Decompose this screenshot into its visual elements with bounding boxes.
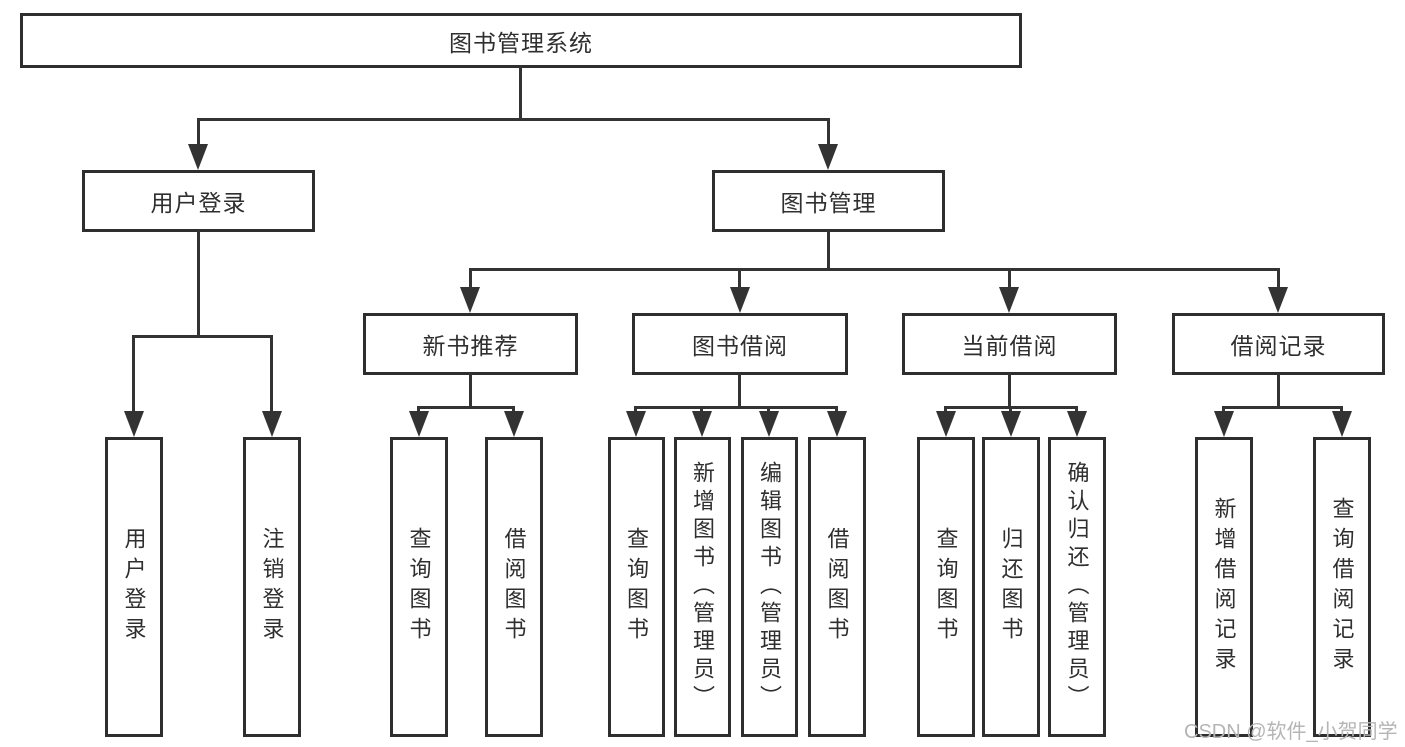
arrowhead-icon xyxy=(409,411,429,437)
connector-root-trunk xyxy=(519,66,522,121)
connector-level2-distributor xyxy=(197,118,830,121)
leaf-borrow-add-admin-label: 新增图书（管理员） xyxy=(690,461,716,713)
arrowhead-icon xyxy=(262,411,282,437)
node-user-login: 用户登录 xyxy=(82,170,315,232)
leaf-newbooks-borrow-label: 借阅图书 xyxy=(501,527,527,647)
connector-user-distributor xyxy=(132,335,273,338)
connector-mgmt-trunk xyxy=(827,230,830,270)
csdn-watermark: CSDN @软件_小贺同学 xyxy=(1184,721,1398,743)
leaf-records-add-label: 新增借阅记录 xyxy=(1211,497,1237,677)
connector-stub xyxy=(944,406,947,414)
node-current-borrow-label: 当前借阅 xyxy=(961,333,1058,359)
leaf-borrow-book: 借阅图书 xyxy=(808,437,866,737)
node-book-borrow-label: 图书借阅 xyxy=(692,333,788,359)
leaf-logout-label: 注销登录 xyxy=(259,527,285,647)
arrowhead-icon xyxy=(460,287,480,313)
node-library-system-label: 图书管理系统 xyxy=(449,29,593,56)
arrowhead-icon xyxy=(827,411,847,437)
leaf-records-query: 查询借阅记录 xyxy=(1313,437,1371,737)
node-borrow-records: 借阅记录 xyxy=(1172,313,1385,375)
leaf-newbooks-borrow: 借阅图书 xyxy=(485,437,543,737)
connector-stub xyxy=(1075,406,1078,414)
arrowhead-icon xyxy=(936,411,956,437)
connector-book-borrow-distributor xyxy=(634,406,838,409)
connector-stub xyxy=(1222,406,1225,414)
connector-borrow-records-trunk xyxy=(1277,373,1280,408)
arrowhead-icon xyxy=(504,411,524,437)
connector-stub xyxy=(700,406,703,414)
leaf-records-query-label: 查询借阅记录 xyxy=(1329,497,1355,677)
arrowhead-icon xyxy=(124,411,144,437)
leaf-logout: 注销登录 xyxy=(243,437,301,737)
node-user-login-label: 用户登录 xyxy=(150,190,247,216)
arrowhead-icon xyxy=(759,411,779,437)
connector-stub xyxy=(634,406,637,414)
connector-stub xyxy=(835,406,838,414)
connector-borrow-records-distributor xyxy=(1222,406,1343,409)
node-new-books: 新书推荐 xyxy=(363,313,578,375)
node-borrow-records-label: 借阅记录 xyxy=(1230,333,1327,359)
connector-stub xyxy=(1340,406,1343,414)
leaf-current-query: 查询图书 xyxy=(917,437,975,737)
node-current-borrow: 当前借阅 xyxy=(902,313,1117,375)
node-book-mgmt: 图书管理 xyxy=(712,170,945,232)
leaf-current-return-label: 归还图书 xyxy=(998,527,1024,647)
node-library-system: 图书管理系统 xyxy=(20,13,1022,68)
connector-stub-borrow-records xyxy=(1277,268,1280,290)
leaf-newbooks-query: 查询图书 xyxy=(390,437,448,737)
arrowhead-icon xyxy=(1332,411,1352,437)
connector-stub-book-mgmt xyxy=(827,118,830,147)
arrowhead-icon xyxy=(730,287,750,313)
arrowhead-icon xyxy=(1001,411,1021,437)
leaf-borrow-edit-admin: 编辑图书（管理员） xyxy=(741,437,798,737)
leaf-newbooks-query-label: 查询图书 xyxy=(406,527,432,647)
connector-current-borrow-trunk xyxy=(1008,373,1011,408)
leaf-current-return: 归还图书 xyxy=(982,437,1040,737)
connector-stub-book-borrow xyxy=(738,268,741,290)
connector-stub-current-borrow xyxy=(1008,268,1011,290)
connector-book-borrow-trunk xyxy=(738,373,741,408)
arrowhead-icon xyxy=(1268,287,1288,313)
arrowhead-icon xyxy=(188,144,208,170)
connector-stub-user-leaf-2 xyxy=(270,335,273,414)
leaf-current-confirm-admin-label: 确认归还（管理员） xyxy=(1064,461,1090,713)
connector-user-trunk xyxy=(197,230,200,337)
connector-stub-new-books xyxy=(469,268,472,290)
connector-level3-distributor xyxy=(469,268,1280,271)
arrowhead-icon xyxy=(818,144,838,170)
connector-stub xyxy=(767,406,770,414)
arrowhead-icon xyxy=(692,411,712,437)
connector-stub-user-login xyxy=(197,118,200,147)
connector-stub xyxy=(512,406,515,414)
connector-new-books-trunk xyxy=(469,373,472,408)
leaf-user-login: 用户登录 xyxy=(105,437,163,737)
arrowhead-icon xyxy=(999,287,1019,313)
leaf-current-query-label: 查询图书 xyxy=(933,527,959,647)
connector-stub-user-leaf-1 xyxy=(132,335,135,414)
node-new-books-label: 新书推荐 xyxy=(422,333,519,359)
connector-new-books-distributor xyxy=(417,406,515,409)
leaf-user-login-label: 用户登录 xyxy=(121,527,147,647)
arrowhead-icon xyxy=(1214,411,1234,437)
leaf-current-confirm-admin: 确认归还（管理员） xyxy=(1048,437,1106,737)
leaf-borrow-query: 查询图书 xyxy=(608,437,665,737)
leaf-borrow-edit-admin-label: 编辑图书（管理员） xyxy=(757,461,783,713)
leaf-records-add: 新增借阅记录 xyxy=(1195,437,1253,737)
leaf-borrow-add-admin: 新增图书（管理员） xyxy=(674,437,731,737)
arrowhead-icon xyxy=(1067,411,1087,437)
leaf-borrow-book-label: 借阅图书 xyxy=(824,527,850,647)
leaf-borrow-query-label: 查询图书 xyxy=(624,527,650,647)
connector-stub xyxy=(1009,406,1012,414)
arrowhead-icon xyxy=(626,411,646,437)
node-book-borrow: 图书借阅 xyxy=(632,313,848,375)
connector-stub xyxy=(417,406,420,414)
node-book-mgmt-label: 图书管理 xyxy=(780,190,877,216)
